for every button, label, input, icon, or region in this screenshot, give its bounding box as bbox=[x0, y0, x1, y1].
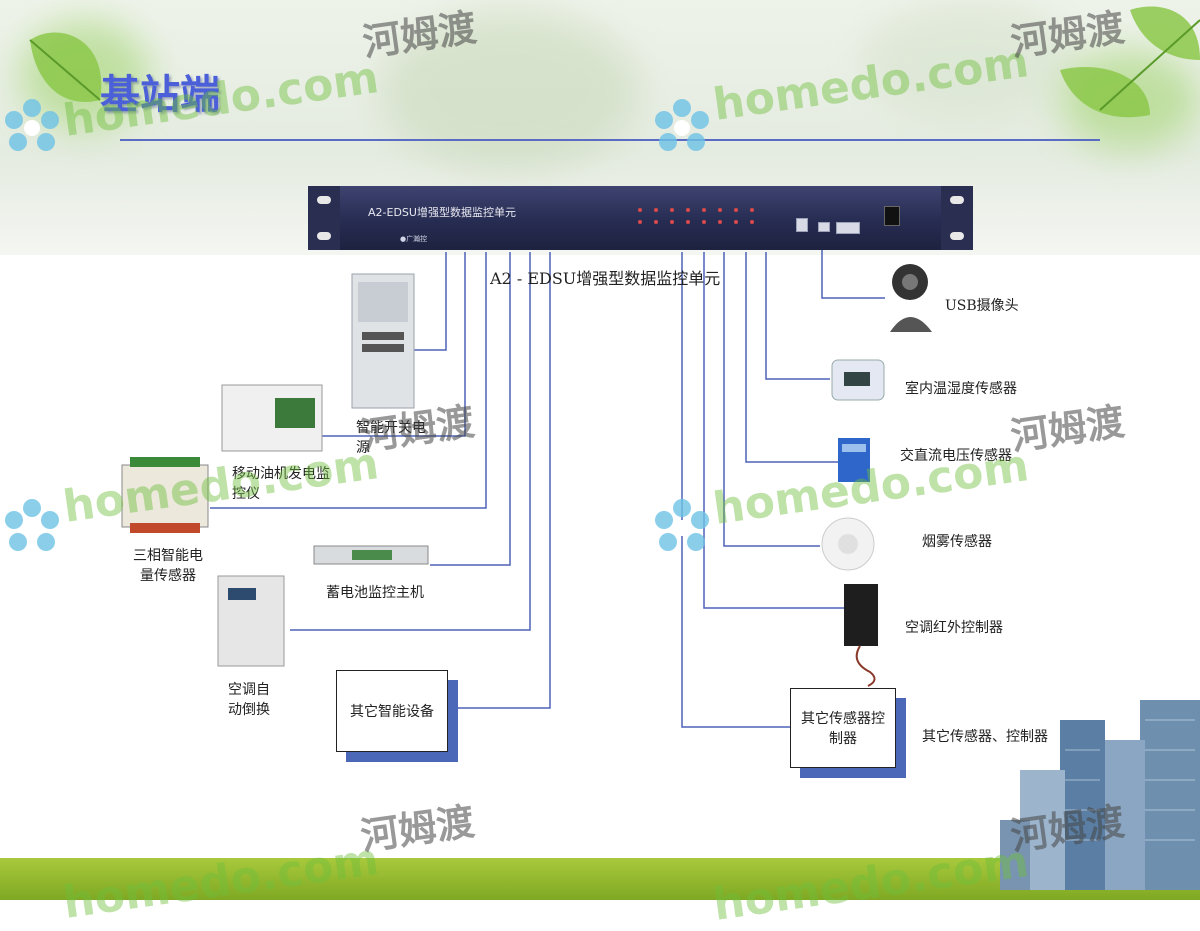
ir-controller-image bbox=[844, 584, 878, 687]
device-panel-brand: ●广瀚控 bbox=[400, 235, 428, 243]
power-switch bbox=[884, 206, 900, 226]
device-label: A2 - EDSU增强型数据监控单元 bbox=[490, 269, 721, 288]
battery-monitor-label: 蓄电池监控主机 bbox=[326, 585, 424, 601]
usb-port bbox=[796, 218, 808, 232]
leaf-decoration bbox=[29, 6, 1200, 118]
connection-lines bbox=[210, 240, 885, 728]
mobile-generator-label: 移动油机发电监控仪 bbox=[232, 466, 330, 502]
usb-camera-image bbox=[890, 264, 932, 332]
battery-monitor-image bbox=[313, 545, 429, 565]
temp-humidity-sensor-image bbox=[831, 359, 885, 401]
three-phase-meter-image bbox=[121, 457, 209, 533]
edsu-monitoring-unit: A2-EDSU增强型数据监控单元 ●广瀚控 bbox=[308, 186, 973, 250]
other-sensors-label: 其它传感器、控制器 bbox=[922, 729, 1048, 745]
title-divider bbox=[120, 139, 1100, 141]
ac-dc-voltage-sensor-label: 交直流电压传感器 bbox=[900, 448, 1012, 464]
watermark-flower-icon bbox=[5, 99, 59, 151]
other-sensor-controller-label: 其它传感器控制器 bbox=[801, 711, 885, 747]
device-panel-name: A2-EDSU增强型数据监控单元 bbox=[368, 206, 516, 219]
usb-camera-label: USB摄像头 bbox=[945, 298, 1019, 314]
other-smart-device-label: 其它智能设备 bbox=[350, 704, 434, 720]
power-cabinet-image bbox=[351, 273, 415, 409]
smoke-sensor-label: 烟雾传感器 bbox=[922, 534, 992, 550]
page-title: 基站端 bbox=[100, 72, 220, 118]
lan-port bbox=[836, 222, 860, 234]
generator-monitor-image bbox=[221, 384, 323, 452]
usb-port bbox=[818, 222, 830, 232]
voltage-sensor-image bbox=[838, 438, 870, 482]
watermark-flower-icon bbox=[5, 499, 59, 551]
smoke-sensor-image bbox=[821, 517, 875, 571]
city-skyline-image bbox=[1000, 700, 1200, 890]
other-smart-device-box: 其它智能设备 bbox=[336, 670, 448, 752]
ac-auto-switch-label: 空调自动倒换 bbox=[228, 682, 270, 718]
other-sensor-controller-box: 其它传感器控制器 bbox=[790, 688, 896, 768]
temp-humidity-sensor-label: 室内温湿度传感器 bbox=[905, 381, 1017, 397]
ac-ir-controller-label: 空调红外控制器 bbox=[905, 620, 1003, 636]
three-phase-meter-label: 三相智能电量传感器 bbox=[133, 548, 203, 584]
intelligent-power-label: 智能开关电源 bbox=[356, 420, 426, 456]
watermark-flower-icon bbox=[655, 99, 709, 151]
watermark-flower-icon bbox=[655, 499, 709, 551]
ac-switch-image bbox=[217, 575, 285, 667]
